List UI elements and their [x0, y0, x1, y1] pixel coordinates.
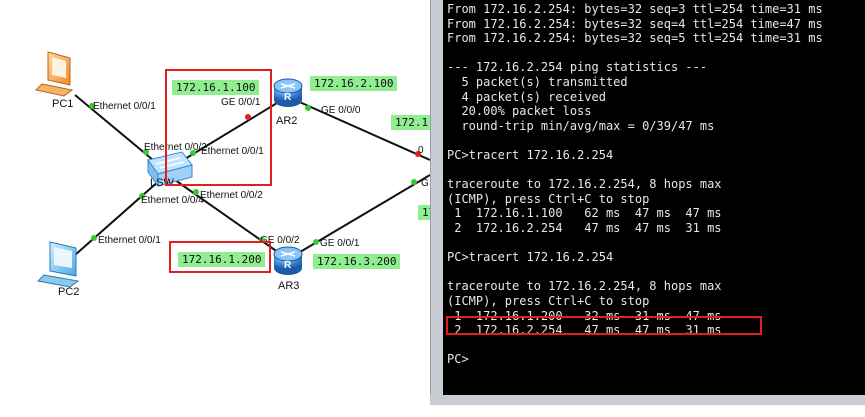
ar3-label: AR3	[278, 280, 300, 292]
link-dot	[139, 193, 145, 199]
terminal-line: 2 172.16.2.254 47 ms 47 ms 31 ms	[447, 221, 722, 235]
svg-text:R: R	[284, 92, 292, 103]
highlight-box-ar3-ip	[169, 241, 271, 273]
ar2-label: AR2	[276, 115, 298, 127]
pc2-label: PC2	[58, 286, 80, 298]
link-dot	[89, 103, 95, 109]
highlight-box-tracert-hop	[446, 316, 762, 335]
link-dot	[415, 151, 421, 157]
port-label: Ethernet 0/0/1	[98, 235, 161, 246]
port-label: GE 0/0/0	[321, 105, 361, 116]
link-dot	[193, 189, 199, 195]
port-label: G	[421, 178, 429, 189]
terminal-line: (ICMP), press Ctrl+C to stop	[447, 294, 650, 308]
svg-text:R: R	[284, 260, 292, 271]
terminal-line: 4 packet(s) received	[447, 89, 606, 104]
pc2-icon[interactable]	[36, 241, 80, 288]
link-dot	[313, 239, 319, 245]
terminal-line: 5 packet(s) transmitted	[447, 75, 628, 89]
link-dot	[305, 105, 311, 111]
ip-label-ar2-right: 172.16.2.100	[310, 76, 398, 91]
port-label: Ethernet 0/0/2	[144, 142, 207, 153]
lsw-label: LSW	[150, 177, 174, 189]
terminal-line: 20.00% packet loss	[447, 104, 592, 119]
ip-label-ar2-left: 172.16.1.100	[172, 80, 260, 95]
port-label: GE 0/0/1	[221, 97, 261, 108]
port-label: Ethernet 0/0/1	[93, 101, 156, 112]
link-dot	[190, 150, 196, 156]
router-ar3-icon[interactable]: R	[273, 246, 303, 275]
link-ar2-right	[294, 99, 430, 161]
terminal-line: From 172.16.2.254: bytes=32 seq=3 ttl=25…	[447, 2, 823, 16]
port-label: Ethernet 0/0/1	[201, 146, 264, 157]
link-dot	[411, 179, 417, 185]
terminal-line: PC>	[447, 352, 469, 367]
terminal-line: PC>tracert 172.16.2.254	[447, 250, 614, 265]
terminal-line: --- 172.16.2.254 ping statistics ---	[447, 60, 708, 75]
terminal-line: PC>tracert 172.16.2.254	[447, 148, 614, 162]
terminal-line: round-trip min/avg/max = 0/39/47 ms	[447, 118, 715, 133]
port-label: 0	[418, 145, 424, 156]
switch-icon[interactable]	[147, 151, 193, 188]
link-dot	[245, 114, 251, 120]
terminal-line: (ICMP), press Ctrl+C to stop	[447, 191, 650, 206]
link-lsw-pc2	[74, 179, 161, 256]
terminal-console[interactable]: From 172.16.2.254: bytes=32 seq=3 ttl=25…	[443, 0, 865, 395]
ip-label-cut: 172.1	[391, 115, 433, 130]
highlight-box-ar2-path	[165, 69, 272, 186]
port-label: Ethernet 0/0/2	[200, 190, 263, 201]
terminal-line: traceroute to 172.16.2.254, 8 hops max	[447, 177, 722, 192]
port-label: Ethernet 0/0/4	[141, 195, 204, 206]
terminal-line: 1 172.16.1.100 62 ms 47 ms 47 ms	[447, 206, 722, 221]
port-label: GE 0/0/1	[320, 238, 360, 249]
ip-label-ar3-right: 172.16.3.200	[313, 254, 401, 269]
link-dot	[91, 235, 97, 241]
pc1-label: PC1	[52, 98, 74, 110]
terminal-line: traceroute to 172.16.2.254, 8 hops max	[447, 279, 722, 294]
terminal-bottom-bar	[430, 395, 865, 405]
terminal-line: From 172.16.2.254: bytes=32 seq=4 ttl=25…	[447, 16, 823, 31]
port-label: GE 0/0/2	[260, 235, 300, 246]
link-dot	[143, 149, 149, 155]
terminal-line: 1 172.16.1.200 32 ms 31 ms 47 ms	[447, 308, 722, 323]
ip-label-ar3-left: 172.16.1.200	[178, 252, 266, 267]
router-ar2-icon[interactable]: R	[273, 78, 303, 107]
topology-canvas[interactable]: R R	[0, 0, 430, 417]
pc1-icon[interactable]	[34, 51, 74, 97]
terminal-line: From 172.16.2.254: bytes=32 seq=5 ttl=25…	[447, 31, 823, 46]
